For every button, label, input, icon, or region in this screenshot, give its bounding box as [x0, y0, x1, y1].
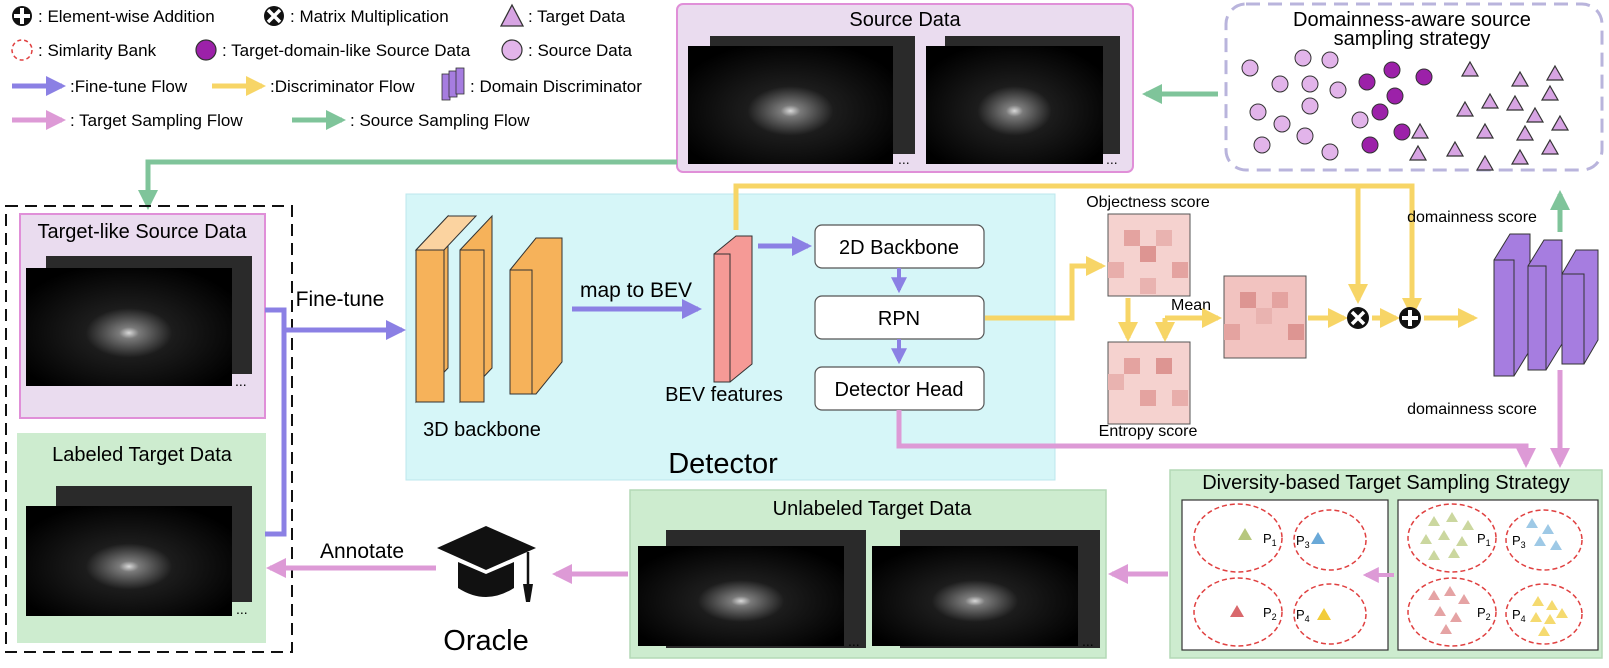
legend-target-domain-like-source: : Target-domain-like Source Data [222, 41, 471, 60]
domainness-strategy-panel: Domainness-aware source sampling strateg… [1224, 2, 1604, 172]
diversity-dense-box [1397, 499, 1599, 651]
source-more-1: ... [898, 151, 910, 167]
finetune-flows [265, 307, 406, 537]
similarity-bank-icon [11, 39, 33, 61]
dense-cluster-p4-label: P4 [1512, 607, 1526, 624]
domainness-strategy-title-2: sampling strategy [1334, 28, 1491, 50]
unlabeled-lidar-image-2 [872, 546, 1078, 646]
domain-discriminator-icon [441, 67, 465, 101]
entropy-score-label: Entropy score [1099, 423, 1198, 440]
addition-operator [1399, 307, 1421, 329]
source-more-2: ... [1106, 151, 1118, 167]
diversity-sparse-box [1181, 499, 1389, 651]
finetune-label: Fine-tune [296, 288, 385, 311]
mean-label: Mean [1171, 297, 1211, 314]
legend-matrix-multiplication: : Matrix Multiplication [290, 7, 449, 26]
unlabeled-more-2: ... [1082, 633, 1094, 649]
legend-target-sampling-flow: : Target Sampling Flow [70, 111, 243, 130]
entropy-score-map [1107, 341, 1191, 425]
source-points [1241, 49, 1369, 161]
bev-features-block [713, 235, 753, 383]
target-like-source-icon [195, 39, 217, 61]
dense-cluster-p2-label: P2 [1477, 605, 1491, 622]
legend-element-wise-addition: : Element-wise Addition [38, 7, 215, 26]
source-data-panel: Source Data ... ... [676, 3, 1134, 173]
annotate-label: Annotate [320, 540, 404, 563]
detector-title: Detector [668, 448, 778, 480]
mean-score-map [1223, 275, 1307, 359]
backbone-3d-label: 3D backbone [423, 419, 541, 441]
detector-head-label: Detector Head [835, 379, 964, 401]
training-data-region [5, 205, 293, 653]
domainness-strategy-title-1: Domainness-aware source [1293, 9, 1531, 31]
labeled-target-title: Labeled Target Data [52, 444, 233, 466]
rpn-label: RPN [878, 308, 920, 330]
diversity-strategy-title: Diversity-based Target Sampling Strategy [1202, 472, 1570, 494]
objectness-score-label: Objectness score [1086, 194, 1210, 211]
legend-domain-discriminator: : Domain Discriminator [470, 77, 642, 96]
unlabeled-lidar-image-1 [638, 546, 844, 646]
backbone-3d [414, 214, 563, 404]
target-like-points [1358, 61, 1433, 154]
dense-cluster-p3-label: P3 [1512, 533, 1526, 550]
legend-similarity-bank: : Simlarity Bank [38, 41, 157, 60]
labeled-target-panel: Labeled Target Data ... [17, 433, 266, 643]
target-like-more: ... [235, 373, 247, 389]
bev-features-label: BEV features [665, 384, 783, 406]
target-like-source-panel: Target-like Source Data ... [19, 213, 266, 419]
legend-source-sampling-flow: : Source Sampling Flow [350, 111, 530, 130]
diversity-strategy-panel: Diversity-based Target Sampling Strategy… [1169, 469, 1603, 659]
source-lidar-image-1 [688, 46, 893, 164]
legend-finetune-flow: :Fine-tune Flow [70, 77, 188, 96]
source-lidar-image-2 [926, 46, 1103, 164]
dense-cluster-p1-label: P1 [1477, 531, 1491, 548]
target-like-lidar-image [26, 268, 232, 386]
unlabeled-more-1: ... [848, 633, 860, 649]
domain-discriminator-block [1493, 233, 1599, 377]
legend: : Element-wise Addition : Matrix Multipl… [11, 3, 642, 130]
legend-source-data: : Source Data [528, 41, 632, 60]
source-data-icon [501, 39, 523, 61]
cluster-p1-label: P1 [1263, 531, 1277, 548]
map-to-bev-label: map to BEV [580, 279, 692, 302]
cluster-p2-label: P2 [1263, 605, 1277, 622]
target-data-icon [499, 3, 525, 27]
multiply-operator [1347, 307, 1369, 329]
backbone-2d-label: 2D Backbone [839, 237, 959, 259]
objectness-score-map [1107, 213, 1191, 297]
target-like-title: Target-like Source Data [38, 221, 248, 243]
source-sampling-flows [138, 84, 1570, 232]
cluster-p4-label: P4 [1296, 607, 1310, 624]
matrix-multiplication-icon [264, 6, 284, 26]
cluster-p3-label: P3 [1296, 533, 1310, 550]
discriminator-flows [733, 183, 1478, 342]
legend-target-data: : Target Data [528, 7, 626, 26]
source-data-title: Source Data [849, 9, 961, 31]
graduation-cap-icon [437, 526, 536, 602]
domainness-score-top: domainness score [1407, 209, 1537, 226]
element-wise-addition-icon [12, 6, 32, 26]
domainness-score-bottom: domainness score [1407, 401, 1537, 418]
target-points [1408, 60, 1570, 171]
labeled-lidar-image [26, 506, 232, 616]
oracle-label: Oracle [443, 625, 528, 657]
labeled-more: ... [236, 601, 248, 617]
unlabeled-target-panel: Unlabeled Target Data ... ... [629, 489, 1107, 659]
unlabeled-target-title: Unlabeled Target Data [773, 498, 973, 520]
legend-discriminator-flow: :Discriminator Flow [270, 77, 415, 96]
target-sampling-flows [266, 370, 1570, 584]
